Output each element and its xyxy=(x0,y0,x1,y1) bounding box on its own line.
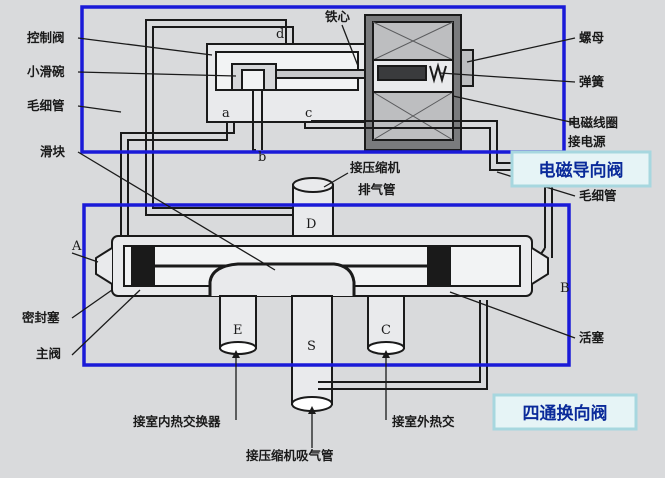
letter-a: a xyxy=(222,106,230,121)
left-piston xyxy=(131,245,155,287)
label-capillary-left: 毛细管 xyxy=(27,98,65,113)
port-e-pipe xyxy=(219,295,257,349)
label-capillary-right: 毛细管 xyxy=(579,188,617,203)
label-indoor-hx: 接室内热交换器 xyxy=(133,414,221,429)
plunger xyxy=(377,65,427,81)
letter-E: E xyxy=(233,323,243,338)
capillary-d-inner xyxy=(152,26,295,209)
label-slider: 滑块 xyxy=(40,144,66,159)
nut xyxy=(460,49,474,87)
label-discharge-2: 排气管 xyxy=(358,182,396,197)
letter-d: d xyxy=(276,27,284,42)
label-spring: 弹簧 xyxy=(579,74,605,89)
letter-c: c xyxy=(305,106,312,121)
label-outdoor-hx: 接室外热交 xyxy=(392,414,455,429)
left-end-cap xyxy=(95,247,113,285)
label-control-valve: 控制阀 xyxy=(27,30,65,45)
label-small-slider: 小滑碗 xyxy=(26,64,65,79)
port-c-pipe xyxy=(367,295,405,349)
letter-S: S xyxy=(307,339,316,354)
label-suction: 接压缩机吸气管 xyxy=(246,448,334,463)
label-piston: 活塞 xyxy=(579,330,605,345)
pilot-valve xyxy=(206,43,379,123)
badge-four-way-text: 四通换向阀 xyxy=(523,403,608,424)
label-seal-plug: 密封塞 xyxy=(21,310,60,325)
port-s-pipe xyxy=(291,295,333,405)
four-way-badge: 四通换向阀 xyxy=(492,393,638,431)
iron-core-rod xyxy=(275,69,379,79)
main-slider xyxy=(208,262,356,296)
solenoid-badge: 电磁导向阀 xyxy=(510,150,652,188)
letter-A: A xyxy=(71,239,82,254)
label-main-valve: 主阀 xyxy=(36,346,61,361)
letter-D: D xyxy=(306,217,316,232)
letter-b: b xyxy=(258,150,266,165)
right-end-cap xyxy=(531,247,549,285)
label-power: 接电源 xyxy=(568,134,606,149)
badge-solenoid-text: 电磁导向阀 xyxy=(539,160,624,181)
main-valve xyxy=(95,177,549,412)
label-iron-core: 铁心 xyxy=(325,9,351,24)
label-nut: 螺母 xyxy=(579,30,605,45)
solenoid-valve-frame xyxy=(80,5,566,154)
four-way-valve-frame xyxy=(82,203,571,367)
letter-C: C xyxy=(381,323,391,338)
spring-coil xyxy=(429,62,447,84)
label-discharge-1: 接压缩机 xyxy=(350,160,401,175)
solenoid-coil xyxy=(364,14,474,151)
label-coil: 电磁线圈 xyxy=(568,115,618,130)
small-slider-inner xyxy=(241,69,265,91)
right-piston xyxy=(427,245,451,287)
letter-B: B xyxy=(560,281,570,296)
